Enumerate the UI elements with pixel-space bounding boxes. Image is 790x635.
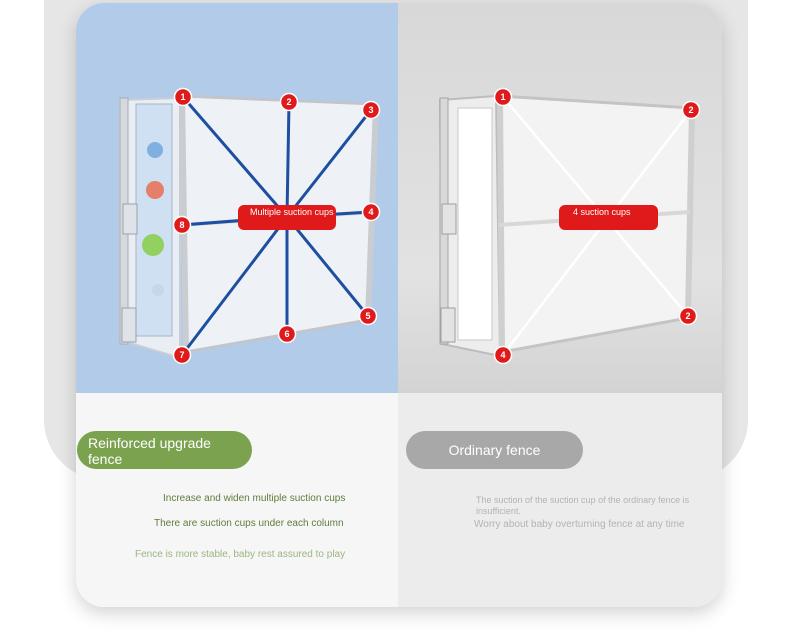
reinforced-note-3: Fence is more stable, baby rest assured …	[135, 549, 346, 560]
ordinary-description-area	[398, 393, 722, 607]
ordinary-note-2: Worry about baby overturning fence at an…	[474, 519, 685, 530]
suction-cup-badge-8	[172, 215, 192, 235]
reinforced-note-1: Increase and widen multiple suction cups	[163, 493, 346, 504]
badge-number: 4	[500, 350, 505, 360]
badge-number: 3	[368, 105, 373, 115]
four-suction-cups-label: 4 suction cups	[559, 205, 658, 230]
multiple-suction-cups-label: Multiple suction cups	[238, 205, 336, 230]
ordinary-fence-badge: Ordinary fence	[406, 431, 583, 469]
badge-number: 7	[179, 350, 184, 360]
suction-cup-badge-2	[279, 92, 299, 112]
ordinary-note-1: The suction of the suction cup of the or…	[476, 495, 690, 516]
reinforced-description-area	[76, 393, 398, 607]
suction-cup-badge-2	[681, 100, 701, 120]
badge-number: 1	[180, 92, 185, 102]
badge-number: 1	[500, 92, 505, 102]
badge-number: 6	[284, 329, 289, 339]
suction-cup-badge-1	[173, 87, 193, 107]
badge-number: 5	[365, 311, 370, 321]
multiple-suction-cups-text: Multiple suction cups	[250, 207, 334, 217]
suction-cup-badge-7	[172, 345, 192, 365]
suction-cup-badge-6	[277, 324, 297, 344]
suction-cup-badge-1	[493, 87, 513, 107]
badge-number: 4	[368, 207, 373, 217]
reinforced-note-2: There are suction cups under each column	[154, 518, 344, 529]
reinforced-upgrade-fence-text: Reinforced upgrade fence	[88, 435, 211, 467]
ordinary-fence-text: Ordinary fence	[448, 442, 541, 458]
badge-number: 2	[286, 97, 291, 107]
suction-cup-badge-3	[678, 306, 698, 326]
four-suction-cups-text: 4 suction cups	[573, 207, 631, 217]
suction-cup-badge-4	[493, 345, 513, 365]
badge-number: 8	[179, 220, 184, 230]
reinforced-upgrade-fence-badge: Reinforced upgrade fence	[77, 431, 252, 469]
suction-cup-badge-4	[361, 202, 381, 222]
badge-number: 2	[688, 105, 693, 115]
suction-cup-badge-3	[361, 100, 381, 120]
badge-number: 2	[685, 311, 690, 321]
suction-cup-badge-5	[358, 306, 378, 326]
